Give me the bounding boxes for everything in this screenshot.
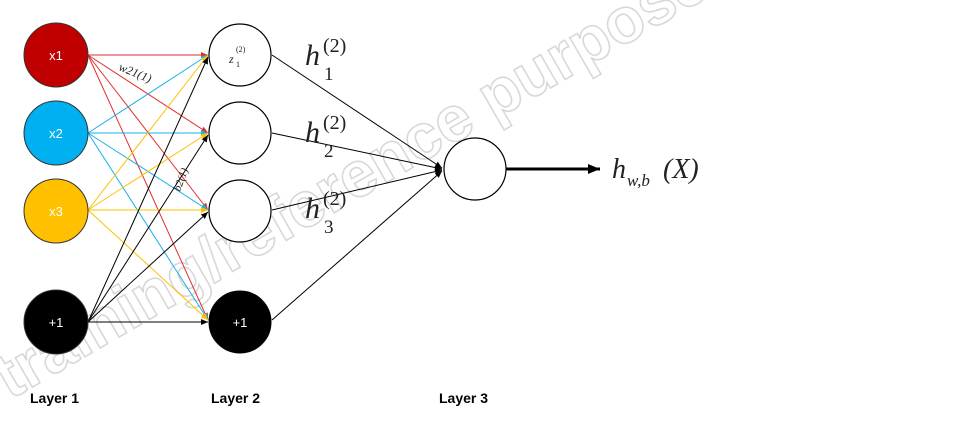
edge-b2-out <box>271 170 443 321</box>
watermark: training/reference purposes <box>0 0 751 413</box>
activation-h3-base: h <box>305 192 320 225</box>
input-bias-label: +1 <box>49 315 64 330</box>
hidden-layer: z 1 (2) +1 <box>208 23 272 354</box>
edge-b1-h3 <box>87 211 209 323</box>
activation-h1-base: h <box>305 39 320 72</box>
weight-label-w21: w21(1) <box>117 60 154 86</box>
input-node-x1 <box>23 22 89 88</box>
edge-b1-h2 <box>87 134 209 323</box>
edge-x1-bias <box>87 54 209 321</box>
edge-h2-out <box>271 132 443 171</box>
hidden-node-2 <box>208 101 272 165</box>
edge-h3-out <box>271 168 443 211</box>
layer-label-3: Layer 3 <box>439 390 488 406</box>
hidden-node-1-sub: 1 <box>236 60 240 69</box>
input-bias-node <box>23 289 89 355</box>
layer-label-1: Layer 1 <box>30 390 79 406</box>
input-node-x1-label: x1 <box>49 48 63 63</box>
edges-hidden-output <box>271 54 600 321</box>
activation-h3-sup: (2) <box>323 188 346 210</box>
activation-h1-sub: 1 <box>324 64 334 85</box>
hidden-node-1-sup: (2) <box>236 45 246 54</box>
edge-b1-h1 <box>87 56 209 323</box>
layer-labels: Layer 1 Layer 2 Layer 3 <box>30 390 488 406</box>
output-sub: w,b <box>627 171 650 190</box>
activation-h3-sub: 3 <box>324 217 334 238</box>
weight-label-b2: b2(1) <box>172 166 192 193</box>
input-node-x2-label: x2 <box>49 126 63 141</box>
activation-h1-sup: (2) <box>323 35 346 57</box>
output-func: h <box>612 154 626 185</box>
input-node-x3-label: x3 <box>49 204 63 219</box>
output-arg: (X) <box>663 154 699 185</box>
input-layer: x1 x2 x3 +1 <box>23 22 89 355</box>
input-node-x3 <box>23 178 89 244</box>
output-label: h w,b (X) <box>612 154 699 190</box>
output-layer <box>443 137 507 201</box>
edges-input-hidden <box>87 52 209 325</box>
hidden-node-1 <box>208 23 272 87</box>
activation-h2-sub: 2 <box>324 141 334 162</box>
hidden-bias-label: +1 <box>233 315 248 330</box>
input-node-x2 <box>23 100 89 166</box>
edge-x3-bias <box>87 209 209 321</box>
edge-x2-h1 <box>87 54 209 134</box>
activation-labels: h (2) 1 h (2) 2 h (2) 3 <box>305 35 346 238</box>
layer-label-2: Layer 2 <box>211 390 260 406</box>
hidden-node-1-label: z <box>228 52 234 66</box>
hidden-bias-node <box>208 290 272 354</box>
edge-x3-h2 <box>87 132 209 211</box>
edge-x3-h1 <box>87 54 209 211</box>
output-node <box>443 137 507 201</box>
activation-h2-base: h <box>305 116 320 149</box>
edge-x2-bias <box>87 132 209 321</box>
weight-labels: w21(1) b2(1) <box>117 60 191 193</box>
edge-h1-out <box>271 54 443 169</box>
activation-h2-sup: (2) <box>323 112 346 134</box>
hidden-node-3 <box>208 179 272 243</box>
watermark-text: training/reference purposes <box>0 0 751 413</box>
